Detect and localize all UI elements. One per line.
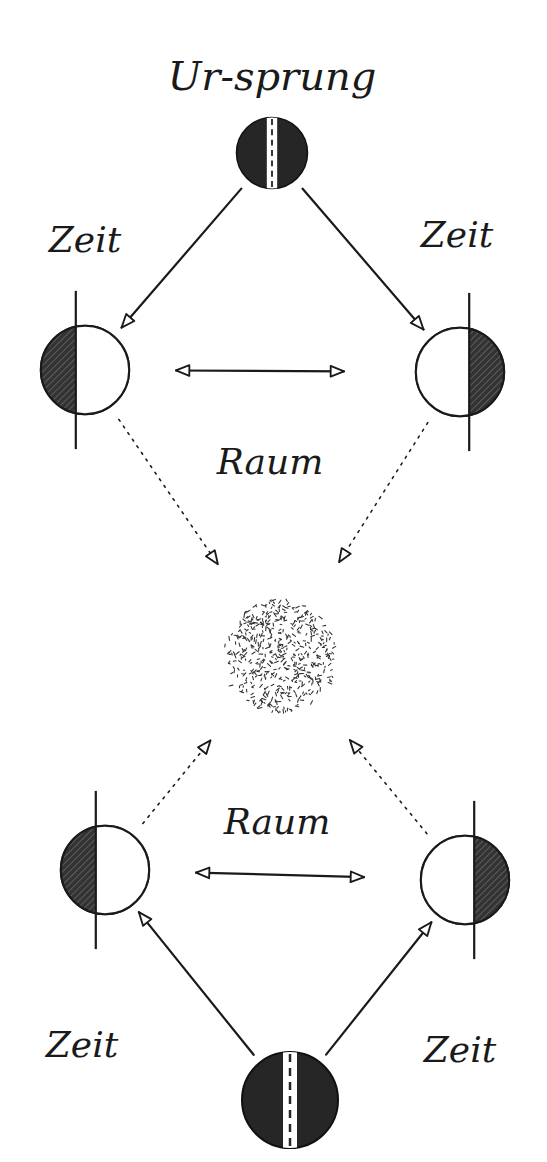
arrow-line [196,873,364,878]
dotted-arrow [119,420,218,565]
circle-shape [59,824,151,916]
edge-label: Zeit [46,220,124,260]
edge-label: Zeit [418,215,496,255]
circle-shape [419,834,511,926]
circle-node: Ur-sprung [235,116,309,190]
dotted-arrow [339,423,428,563]
dotted-arrow [350,740,427,834]
dotted-arrow [143,740,211,823]
circle-shape [39,324,131,416]
circle-node [419,834,511,926]
arrow-line [303,189,424,330]
arrow-line [326,922,431,1054]
circle-shape [220,595,340,715]
edge-label: Zeit [43,1025,121,1065]
circle-node [240,1050,340,1150]
heading-text: Ur-sprung [168,54,377,98]
circle-shape [240,1050,340,1150]
circle-node [39,324,131,416]
arrow-line [122,189,242,328]
arrow-line [176,369,344,372]
circle-shape [235,116,309,190]
edge-label: Raum [221,802,334,842]
edge-label: Zeit [421,1030,499,1070]
circle-node [59,824,151,916]
circle-node [220,595,340,715]
arrow-line [139,912,254,1055]
circle-node [414,326,506,418]
edge-label: Raum [214,442,327,482]
circle-shape [414,326,506,418]
